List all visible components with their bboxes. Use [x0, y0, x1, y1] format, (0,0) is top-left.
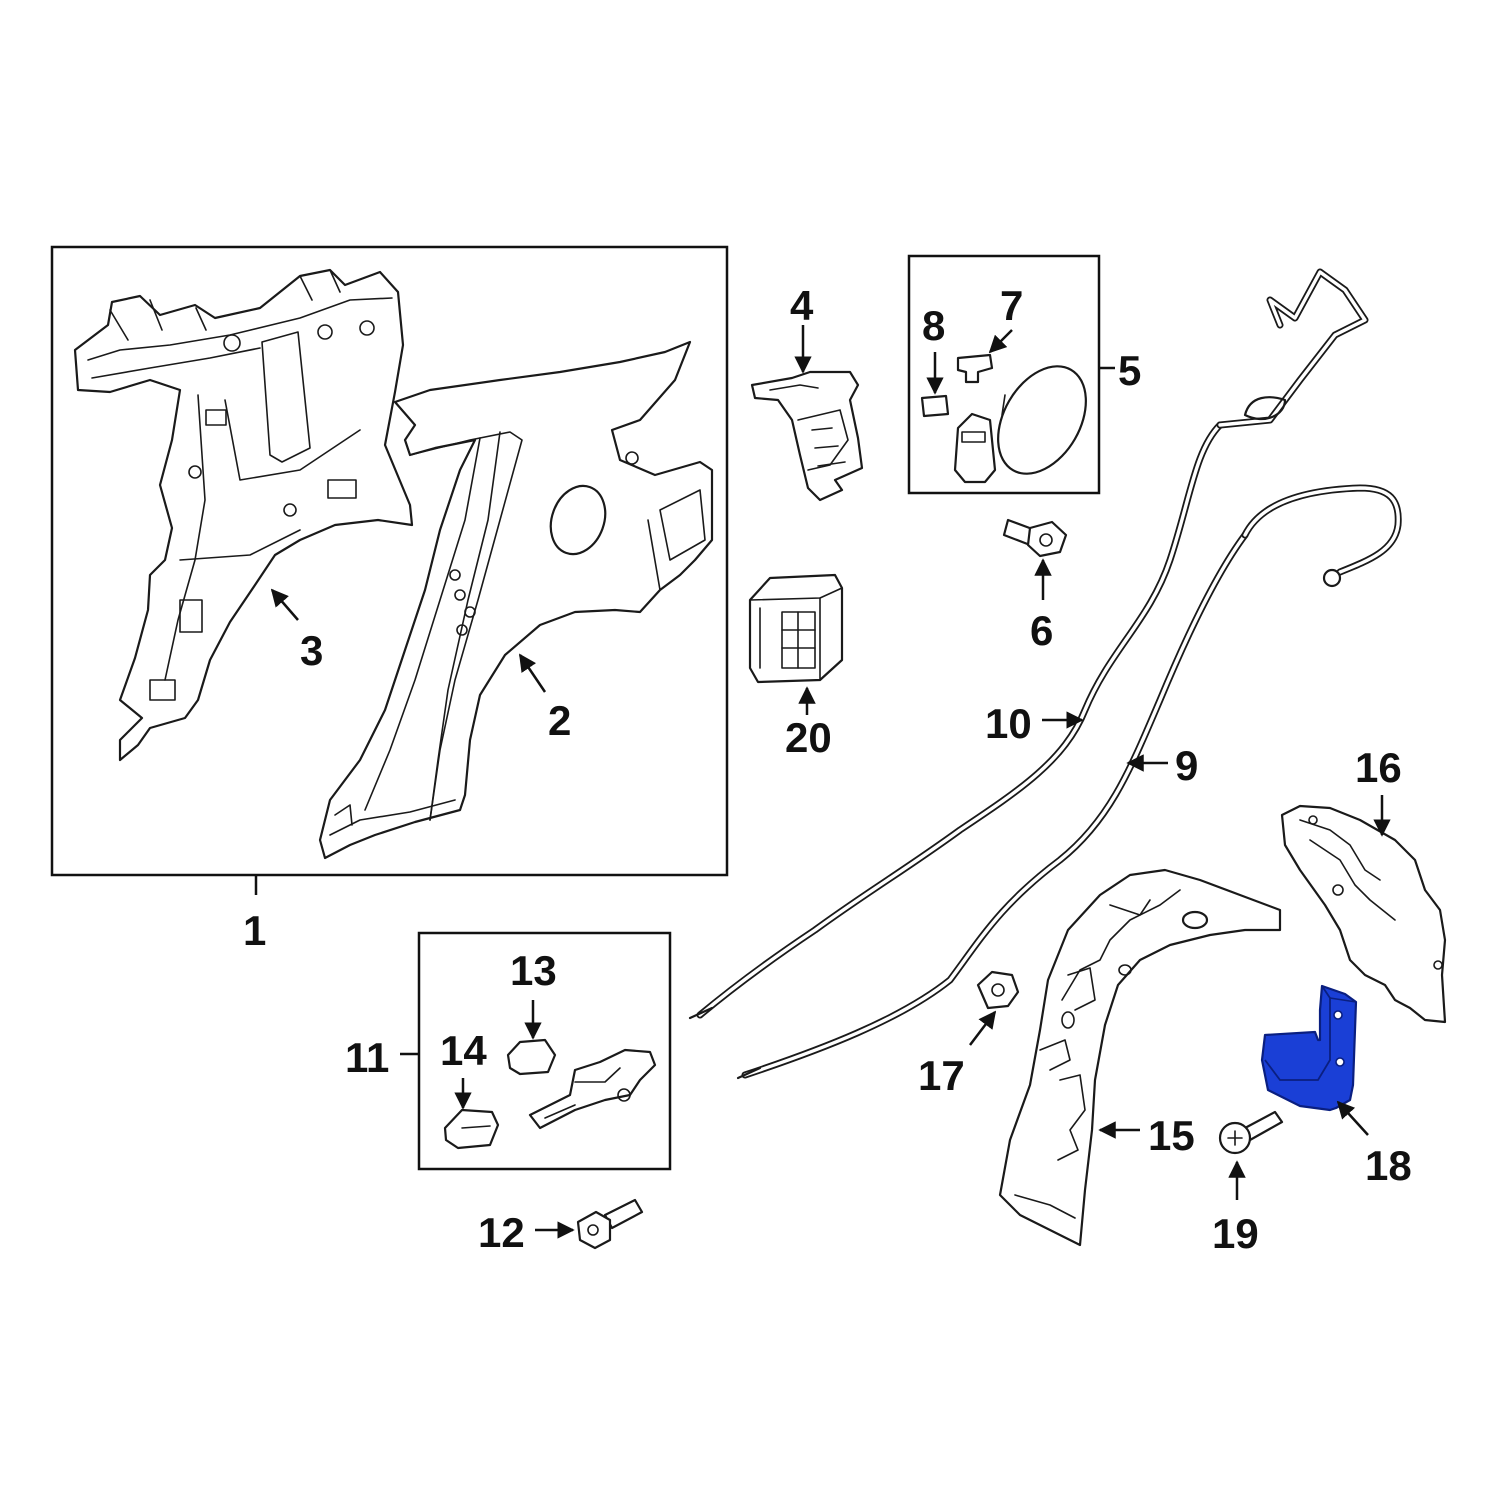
callout-10: 10: [985, 700, 1032, 747]
part-10-release-cable[interactable]: [688, 268, 1369, 1020]
callout-17: 17: [918, 1052, 965, 1099]
callout-2: 2: [548, 697, 571, 744]
part-18-splash-guard[interactable]: [1260, 984, 1358, 1112]
leader-3: [270, 588, 299, 621]
callout-8: 8: [922, 302, 945, 349]
callout-7: 7: [1000, 282, 1023, 329]
part-12-bolt[interactable]: [576, 1198, 644, 1250]
part-7-bumper[interactable]: [956, 353, 994, 384]
group-box-1: [50, 245, 729, 877]
leader-2: [518, 653, 547, 693]
part-6-bolt[interactable]: [1002, 518, 1068, 558]
callout-15: 15: [1148, 1112, 1195, 1159]
part-14-block[interactable]: [443, 1108, 500, 1150]
group-box-11: [417, 931, 672, 1171]
callout-11: 11: [345, 1034, 389, 1081]
fuel-door-latch[interactable]: [528, 1048, 657, 1130]
part-9-release-cable[interactable]: [736, 484, 1402, 1080]
callout-14: 14: [440, 1027, 487, 1074]
callout-4: 4: [790, 282, 814, 329]
callout-3: 3: [300, 627, 323, 674]
part-17-nut[interactable]: [976, 970, 1020, 1010]
callout-20: 20: [785, 714, 832, 761]
callout-19: 19: [1212, 1210, 1259, 1257]
callout-13: 13: [510, 947, 557, 994]
callout-12: 12: [478, 1209, 525, 1256]
callout-6: 6: [1030, 607, 1053, 654]
part-13-cap[interactable]: [506, 1038, 557, 1076]
callout-9: 9: [1175, 742, 1198, 789]
fuel-door[interactable]: [980, 351, 1104, 489]
callout-1: 1: [243, 907, 266, 954]
leader-18: [1336, 1100, 1369, 1136]
fuel-door-hinge[interactable]: [953, 412, 997, 484]
part-2-quarter-panel[interactable]: [318, 340, 714, 860]
part-16-rear-liner[interactable]: [1280, 804, 1447, 1024]
part-4-bracket[interactable]: [750, 370, 864, 502]
callout-18: 18: [1365, 1142, 1412, 1189]
callout-16: 16: [1355, 744, 1402, 791]
leader-17: [969, 1010, 997, 1046]
part-3-inner-quarter-panel[interactable]: [73, 268, 414, 762]
part-15-wheelhouse-liner[interactable]: [998, 868, 1282, 1247]
part-20-vent-grille[interactable]: [748, 573, 844, 684]
leader-7: [988, 329, 1013, 354]
part-8-clip[interactable]: [920, 394, 950, 418]
callout-5: 5: [1118, 347, 1141, 394]
group-box-5: [907, 254, 1101, 495]
part-19-screw[interactable]: [1218, 1110, 1284, 1155]
